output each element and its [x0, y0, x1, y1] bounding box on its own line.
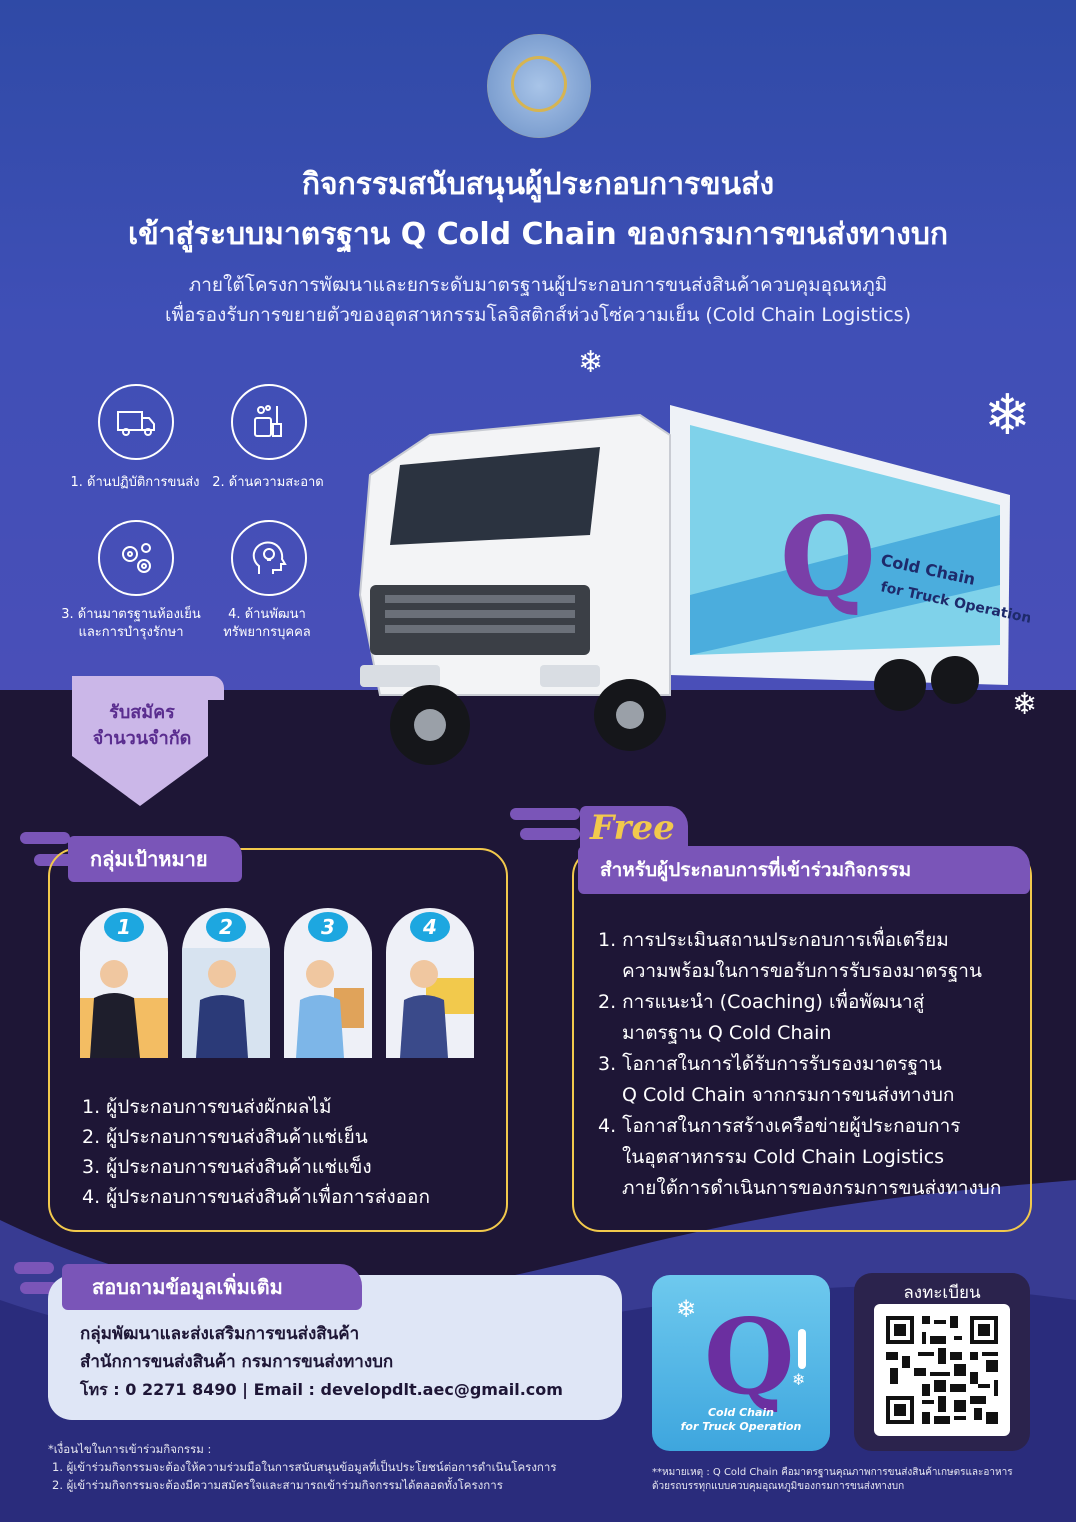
limited-seats-ribbon: [72, 676, 224, 806]
conditions-title: *เงื่อนไขในการเข้าร่วมกิจกรรม :: [48, 1442, 212, 1456]
svg-text:❄: ❄: [792, 1370, 805, 1389]
list-item: 1. ผู้ประกอบการขนส่งผักผลไม้: [82, 1096, 332, 1118]
target-card-1: 1: [80, 908, 168, 1058]
contact-phone-email[interactable]: โทร : 0 2271 8490 | Email : developdlt.a…: [80, 1380, 563, 1399]
target-group-title: กลุ่มเป้าหมาย: [68, 836, 242, 882]
contact-details: กลุ่มพัฒนาและส่งเสริมการขนส่งสินค้า สำนั…: [80, 1320, 563, 1404]
contact-title: สอบถามข้อมูลเพิ่มเติม: [62, 1264, 362, 1310]
icon-label-cold-room: 3. ด้านมาตรฐานห้องเย็น และการบำรุงรักษา: [61, 607, 201, 640]
gears-icon: [98, 520, 174, 596]
list-item: 4. โอกาสในการสร้างเครือข่ายผู้ประกอบการ: [598, 1115, 961, 1137]
list-item: 3. ผู้ประกอบการขนส่งสินค้าแช่แข็ง: [82, 1156, 372, 1178]
truck-icon: [98, 384, 174, 460]
conditions-footnote: *เงื่อนไขในการเข้าร่วมกิจกรรม : 1. ผู้เข…: [48, 1440, 557, 1494]
remark-footnote: **หมายเหตุ : Q Cold Chain คือมาตรฐานคุณภ…: [652, 1467, 1013, 1492]
contact-department: กลุ่มพัฒนาและส่งเสริมการขนส่งสินค้า: [80, 1324, 360, 1344]
target-card-2: 2: [182, 908, 270, 1058]
svg-text:Q: Q: [704, 1295, 795, 1418]
icon-label-hr: 4. ด้านพัฒนา ทรัพยากรบุคคล: [223, 607, 311, 640]
register-qr-code[interactable]: [874, 1304, 1010, 1436]
head-bulb-icon: [231, 520, 307, 596]
subtitle-line-2: เพื่อรองรับการขยายตัวของอุตสาหกรรมโลจิสต…: [165, 304, 911, 326]
list-item: 1. ผู้เข้าร่วมกิจกรรมจะต้องให้ความร่วมมื…: [52, 1460, 557, 1474]
page-subtitle: ภายใต้โครงการพัฒนาและยกระดับมาตรฐานผู้ปร…: [0, 270, 1076, 330]
cleaning-icon: [231, 384, 307, 460]
target-group-list: 1. ผู้ประกอบการขนส่งผักผลไม้ 2. ผู้ประกอ…: [82, 1092, 430, 1212]
subtitle-line-1: ภายใต้โครงการพัฒนาและยกระดับมาตรฐานผู้ปร…: [188, 274, 888, 296]
list-item: 3. โอกาสในการได้รับการรับรองมาตรฐาน: [598, 1053, 942, 1075]
target-group-panel: [48, 848, 508, 1232]
title-line-1: กิจกรรมสนับสนุนผู้ประกอบการขนส่ง: [301, 167, 775, 202]
register-label: ลงทะเบียน: [903, 1283, 981, 1303]
list-item: 4. ผู้ประกอบการขนส่งสินค้าเพื่อการส่งออก: [82, 1186, 430, 1208]
department-seal-logo: [487, 34, 591, 138]
free-benefits-list: 1. การประเมินสถานประกอบการเพื่อเตรียม คว…: [598, 925, 1018, 1204]
q-logo-caption: Cold Chain for Truck Operation: [680, 1406, 802, 1433]
snowflake-icon: ❄: [578, 345, 604, 380]
free-benefits-title: สำหรับผู้ประกอบการที่เข้าร่วมกิจกรรม: [578, 846, 1030, 894]
title-line-2: เข้าสู่ระบบมาตรฐาน Q Cold Chain ของกรมกา…: [127, 217, 949, 252]
list-item: 2. การแนะนำ (Coaching) เพื่อพัฒนาสู่: [598, 991, 925, 1013]
target-card-3: 3: [284, 908, 372, 1058]
list-item: 2. ผู้ประกอบการขนส่งสินค้าแช่เย็น: [82, 1126, 368, 1148]
free-word: Free: [590, 808, 675, 848]
svg-text:Q: Q: [780, 492, 876, 621]
icon-label-cleaning: 2. ด้านความสะอาด: [212, 475, 324, 490]
contact-office: สำนักการขนส่งสินค้า กรมการขนส่งทางบก: [80, 1352, 394, 1372]
snowflake-icon: ❄: [984, 383, 1031, 448]
q-cold-chain-logo: Q ❄ ❄: [652, 1275, 830, 1451]
icon-label-transport: 1. ด้านปฏิบัติการขนส่ง: [70, 475, 200, 490]
list-item: 2. ผู้เข้าร่วมกิจกรรมจะต้องมีความสมัครใจ…: [52, 1478, 503, 1492]
snowflake-icon: ❄: [1012, 687, 1038, 722]
page-title: กิจกรรมสนับสนุนผู้ประกอบการขนส่ง เข้าสู่…: [0, 160, 1076, 260]
limited-seats-text: รับสมัคร จำนวนจำกัด: [92, 702, 192, 749]
refrigerated-truck-image: Q Cold Chain for Truck Operation: [358, 405, 1030, 765]
target-card-4: 4: [386, 908, 474, 1058]
list-item: 1. การประเมินสถานประกอบการเพื่อเตรียม: [598, 929, 949, 951]
svg-text:❄: ❄: [676, 1295, 696, 1323]
